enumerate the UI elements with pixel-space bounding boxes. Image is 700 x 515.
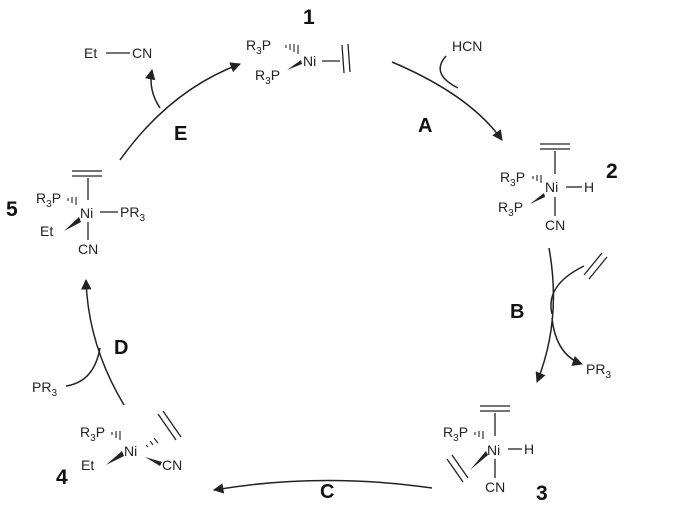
c5-et: Et <box>40 223 53 239</box>
c2-r3p-lower: R3P <box>498 199 523 219</box>
reagent-pr3: PR3 <box>32 379 57 399</box>
compound-5: 5 R3P Ni PR3 Et CN <box>6 170 145 257</box>
c5-cn: CN <box>78 241 98 257</box>
step-a-label: A <box>418 115 432 137</box>
arrow-b-pr3-out <box>551 317 583 366</box>
arrow-step-e <box>119 62 241 161</box>
compound-2: 2 R3P Ni H R3P CN <box>498 143 618 233</box>
c4-cn: CN <box>162 457 182 473</box>
c4-hashed-bond-ethylene <box>145 437 159 448</box>
step-e-label: E <box>174 123 187 145</box>
compound-1: 1 R3P R3P Ni <box>246 6 351 87</box>
c5-r3p: R3P <box>36 190 61 210</box>
c4-wedge-bond-cn <box>145 457 162 466</box>
arrow-d-pr3-in <box>65 347 101 387</box>
c4-et: Et <box>81 457 94 473</box>
c3-wedge-bond <box>470 451 488 470</box>
step-d-label: D <box>114 337 128 359</box>
c1-r3p-upper: R3P <box>246 37 271 57</box>
c4-ethylene-line-2 <box>162 410 182 438</box>
product-cn: CN <box>132 45 152 61</box>
c3-ethylene2-line-1 <box>451 454 469 479</box>
arrow-step-d <box>81 278 125 406</box>
c2-ni: Ni <box>545 179 558 195</box>
compound-5-number: 5 <box>6 198 18 221</box>
arrow-a-hcn-in <box>439 55 459 89</box>
c5-hashed-bond <box>67 197 77 205</box>
c3-ni: Ni <box>487 442 500 458</box>
c5-pr3: PR3 <box>120 204 145 224</box>
arrow-step-b <box>535 247 555 383</box>
c2-cn: CN <box>545 217 565 233</box>
compound-3: 3 R3P Ni H CN <box>443 405 548 505</box>
c4-wedge-bond-et <box>106 451 124 465</box>
c1-hashed-bond <box>285 44 299 54</box>
step-c-label: C <box>320 481 334 503</box>
c3-cn: CN <box>485 479 505 495</box>
c1-r3p-lower: R3P <box>255 67 280 87</box>
arrow-step-c <box>212 479 433 494</box>
c4-r3p: R3P <box>80 424 105 444</box>
compound-1-number: 1 <box>303 6 315 29</box>
compound-2-number: 2 <box>606 160 618 183</box>
compound-4: 4 R3P Ni Et CN <box>56 410 182 489</box>
compound-3-number: 3 <box>536 482 548 505</box>
c1-ethylene-line-2 <box>347 43 351 73</box>
reagent-ethylene <box>583 252 608 280</box>
byproduct-pr3: PR3 <box>586 361 611 381</box>
c2-hashed-bond <box>532 175 542 183</box>
arrow-b-ethylene-in <box>550 265 585 315</box>
c1-ni: Ni <box>303 53 316 69</box>
c4-ethylene-line-1 <box>157 413 177 441</box>
c1-wedge-bond <box>287 60 302 70</box>
product-et: Et <box>84 45 97 61</box>
c3-h: H <box>524 441 534 457</box>
c2-r3p-upper: R3P <box>500 169 525 189</box>
c2-wedge-bond <box>530 193 545 204</box>
product-propionitrile: Et CN <box>84 45 152 61</box>
c4-ni: Ni <box>124 443 137 459</box>
reagent-hcn: HCN <box>452 38 482 54</box>
arrow-e-product-out <box>145 68 161 109</box>
compound-4-number: 4 <box>56 466 68 489</box>
c3-r3p: R3P <box>443 424 468 444</box>
step-b-label: B <box>510 301 524 323</box>
c5-ni: Ni <box>80 205 93 221</box>
c5-wedge-bond <box>64 217 81 231</box>
arrow-step-a <box>391 61 503 141</box>
c4-hashed-bond <box>111 431 121 440</box>
c3-ethylene2-line-2 <box>446 458 464 483</box>
c1-ethylene-line-1 <box>341 44 345 74</box>
c3-hashed-bond <box>474 431 484 439</box>
c2-h: H <box>584 179 594 195</box>
